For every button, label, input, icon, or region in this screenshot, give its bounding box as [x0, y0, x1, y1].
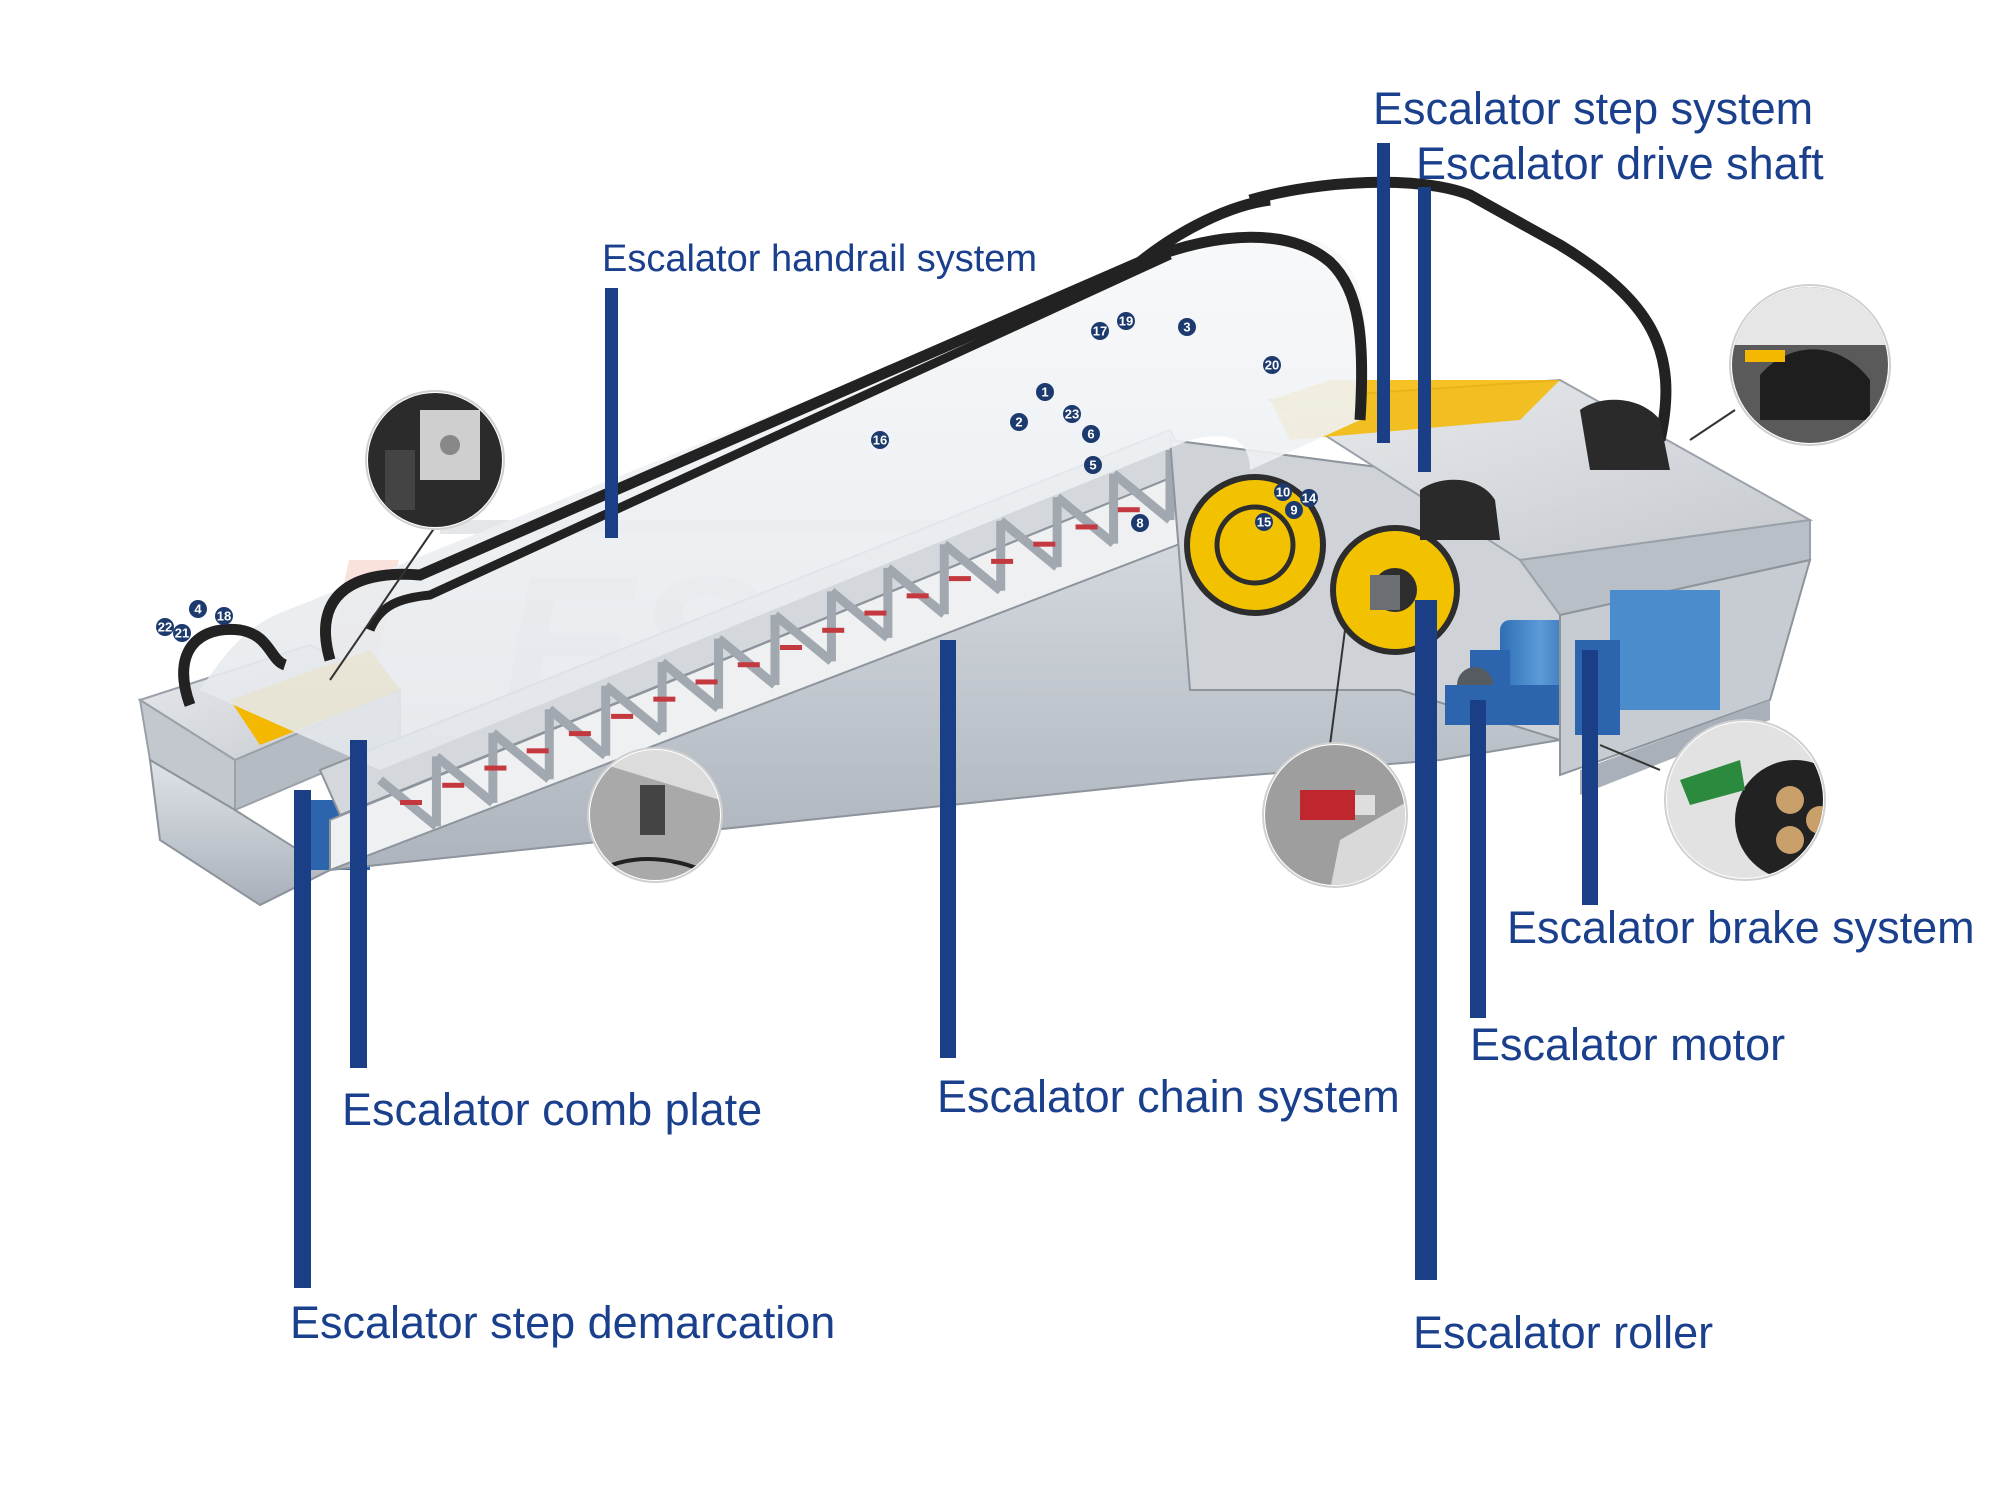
part-number-18: 18 — [217, 609, 231, 624]
label-chain-system: Escalator chain system — [937, 1071, 1400, 1122]
part-badge-9 — [1285, 501, 1303, 519]
leader-drive-shaft — [1418, 187, 1431, 472]
part-number-19: 19 — [1119, 314, 1133, 329]
part-number-9: 9 — [1290, 503, 1297, 518]
part-badge-22 — [156, 618, 174, 636]
label-drive-shaft: Escalator drive shaft — [1416, 138, 1824, 189]
part-badge-6 — [1082, 425, 1100, 443]
label-brake-system: Escalator brake system — [1507, 902, 1975, 953]
label-comb-plate: Escalator comb plate — [342, 1084, 763, 1135]
part-number-5: 5 — [1089, 458, 1096, 473]
callout-comb — [587, 747, 723, 883]
leader-comb-plate — [350, 740, 367, 1068]
label-step-demarcation: Escalator step demarcation — [290, 1297, 836, 1348]
label-motor: Escalator motor — [1470, 1019, 1786, 1070]
part-number-4: 4 — [194, 602, 202, 617]
part-number-22: 22 — [158, 620, 172, 635]
part-number-23: 23 — [1065, 407, 1079, 422]
part-number-15: 15 — [1257, 515, 1271, 530]
label-handrail-system: Escalator handrail system — [602, 238, 1038, 280]
part-badge-16 — [871, 431, 889, 449]
part-badge-10 — [1274, 483, 1292, 501]
callout-upper-left — [329, 390, 505, 681]
part-badge-14 — [1300, 489, 1318, 507]
part-number-1: 1 — [1041, 385, 1048, 400]
part-number-8: 8 — [1136, 516, 1143, 531]
part-number-6: 6 — [1087, 427, 1094, 442]
part-badge-15 — [1255, 513, 1273, 531]
part-badge-1 — [1036, 383, 1054, 401]
label-step-system: Escalator step system — [1373, 83, 1814, 134]
part-badge-20 — [1263, 356, 1281, 374]
leader-handrail-system — [605, 288, 618, 538]
part-badge-3 — [1178, 318, 1196, 336]
leader-step-system — [1377, 143, 1390, 443]
leader-roller — [1415, 600, 1437, 1280]
leader-brake-system — [1582, 650, 1598, 905]
part-number-3: 3 — [1183, 320, 1190, 335]
part-badge-5 — [1084, 456, 1102, 474]
part-badge-4 — [189, 600, 207, 618]
part-number-16: 16 — [873, 433, 887, 448]
part-number-10: 10 — [1276, 485, 1290, 500]
callout-handrail-inlet — [1689, 284, 1891, 446]
part-badge-19 — [1117, 312, 1135, 330]
callout-sensor — [1262, 629, 1408, 888]
part-badge-2 — [1010, 413, 1028, 431]
leader-step-demarcation — [294, 790, 311, 1288]
part-badge-8 — [1131, 514, 1149, 532]
leader-chain-system — [940, 640, 956, 1058]
part-number-17: 17 — [1093, 324, 1107, 339]
balustrade — [178, 176, 1672, 770]
part-number-20: 20 — [1265, 358, 1279, 373]
part-badge-18 — [215, 607, 233, 625]
part-badge-21 — [173, 624, 191, 642]
part-badge-17 — [1091, 322, 1109, 340]
part-number-21: 21 — [175, 626, 189, 641]
part-number-2: 2 — [1015, 415, 1022, 430]
label-roller: Escalator roller — [1413, 1307, 1714, 1358]
leader-motor — [1470, 700, 1486, 1018]
part-number-14: 14 — [1302, 491, 1317, 506]
callout-brake — [1599, 719, 1826, 881]
part-badge-23 — [1063, 405, 1081, 423]
